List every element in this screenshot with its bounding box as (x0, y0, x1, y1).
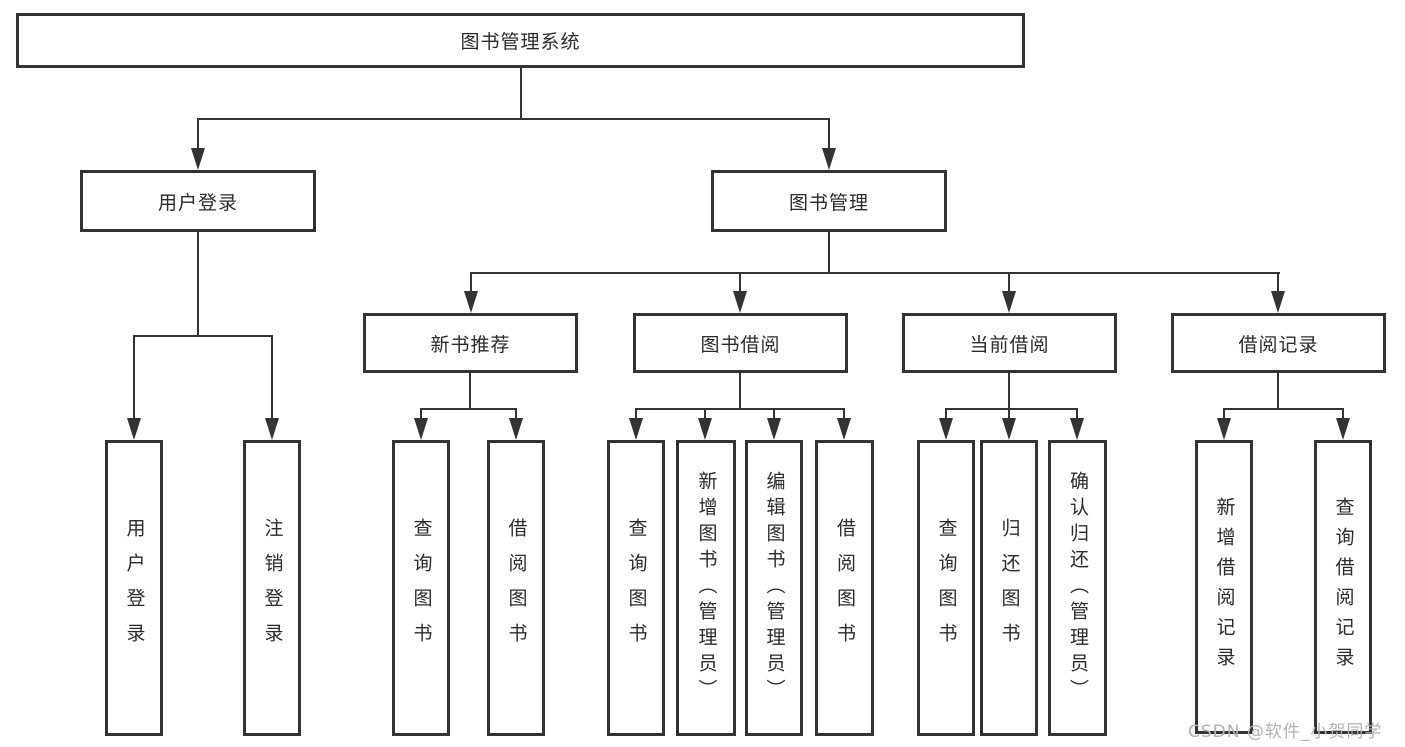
connector-leaf-drop (1342, 408, 1344, 422)
arrow-down-icon (1336, 418, 1350, 440)
connector-leaf-drop (1076, 408, 1078, 422)
connector-category-stem (469, 373, 471, 410)
arrow-down-icon (698, 418, 712, 440)
arrow-down-icon (1002, 291, 1016, 313)
connector-leaf-drop (515, 408, 517, 422)
connector-category-drop (1008, 272, 1010, 296)
node-leaf-return-books: 归还图书 (980, 440, 1038, 736)
node-user-login: 用户登录 (80, 170, 316, 232)
connector-user-login-split (133, 335, 273, 337)
arrow-down-icon (127, 418, 141, 440)
connector-leaf-drop (420, 408, 422, 422)
connector-leaf-drop (271, 335, 273, 421)
node-leaf-edit-books-admin: 编辑图书（管理员） (745, 440, 803, 736)
connector-leaf-drop (1008, 408, 1010, 422)
arrow-down-icon (464, 291, 478, 313)
arrow-down-icon (414, 418, 428, 440)
node-book-borrowing: 图书借阅 (633, 313, 848, 373)
connector-category-split (945, 408, 1078, 410)
node-leaf-borrow-books-recommend: 借阅图书 (487, 440, 545, 736)
connector-leaf-drop (133, 335, 135, 421)
arrow-down-icon (629, 418, 643, 440)
node-leaf-borrow-books: 借阅图书 (815, 440, 874, 736)
node-leaf-query-books-recommend: 查询图书 (392, 440, 450, 736)
connector-category-split (1223, 408, 1344, 410)
csdn-watermark: CSDN @软件_小贺同学 (1188, 722, 1383, 742)
connector-user-login-drop (197, 118, 199, 152)
connector-book-mgmt-split (470, 272, 1280, 274)
node-leaf-confirm-return-admin: 确认归还（管理员） (1048, 440, 1107, 736)
arrow-down-icon (1002, 418, 1016, 440)
connector-category-drop (1277, 272, 1279, 296)
arrow-down-icon (265, 418, 279, 440)
arrow-down-icon (822, 148, 836, 170)
connector-category-drop (470, 272, 472, 296)
connector-leaf-drop (843, 408, 845, 422)
arrow-down-icon (733, 291, 747, 313)
node-leaf-add-borrow-record: 新增借阅记录 (1195, 440, 1253, 734)
node-leaf-query-books-borrowing: 查询图书 (607, 440, 665, 736)
connector-category-split (635, 408, 845, 410)
node-borrowing-records: 借阅记录 (1171, 313, 1386, 373)
node-current-borrowing: 当前借阅 (902, 313, 1117, 373)
connector-root-stem (520, 66, 522, 119)
arrow-down-icon (509, 418, 523, 440)
arrow-down-icon (939, 418, 953, 440)
node-root: 图书管理系统 (16, 13, 1025, 68)
connector-category-split (420, 408, 517, 410)
node-leaf-logout: 注销登录 (243, 440, 301, 736)
arrow-down-icon (1217, 418, 1231, 440)
connector-category-stem (1008, 373, 1010, 410)
node-new-book-recommend: 新书推荐 (363, 313, 578, 373)
arrow-down-icon (837, 418, 851, 440)
connector-leaf-drop (704, 408, 706, 422)
connector-book-mgmt-drop (828, 118, 830, 152)
connector-leaf-drop (1223, 408, 1225, 422)
arrow-down-icon (1070, 418, 1084, 440)
connector-leaf-drop (773, 408, 775, 422)
node-book-management: 图书管理 (711, 170, 947, 232)
connector-category-stem (739, 373, 741, 410)
node-leaf-query-books-current: 查询图书 (917, 440, 975, 736)
connector-user-login-stem (197, 232, 199, 337)
arrow-down-icon (1271, 291, 1285, 313)
connector-root-split (197, 118, 830, 120)
connector-category-drop (739, 272, 741, 296)
connector-leaf-drop (945, 408, 947, 422)
arrow-down-icon (191, 148, 205, 170)
connector-book-mgmt-stem (828, 232, 830, 274)
node-leaf-user-login: 用户登录 (105, 440, 163, 736)
arrow-down-icon (767, 418, 781, 440)
connector-leaf-drop (635, 408, 637, 422)
node-leaf-add-books-admin: 新增图书（管理员） (676, 440, 736, 736)
connector-category-stem (1277, 373, 1279, 410)
node-leaf-query-borrow-record: 查询借阅记录 (1314, 440, 1372, 734)
